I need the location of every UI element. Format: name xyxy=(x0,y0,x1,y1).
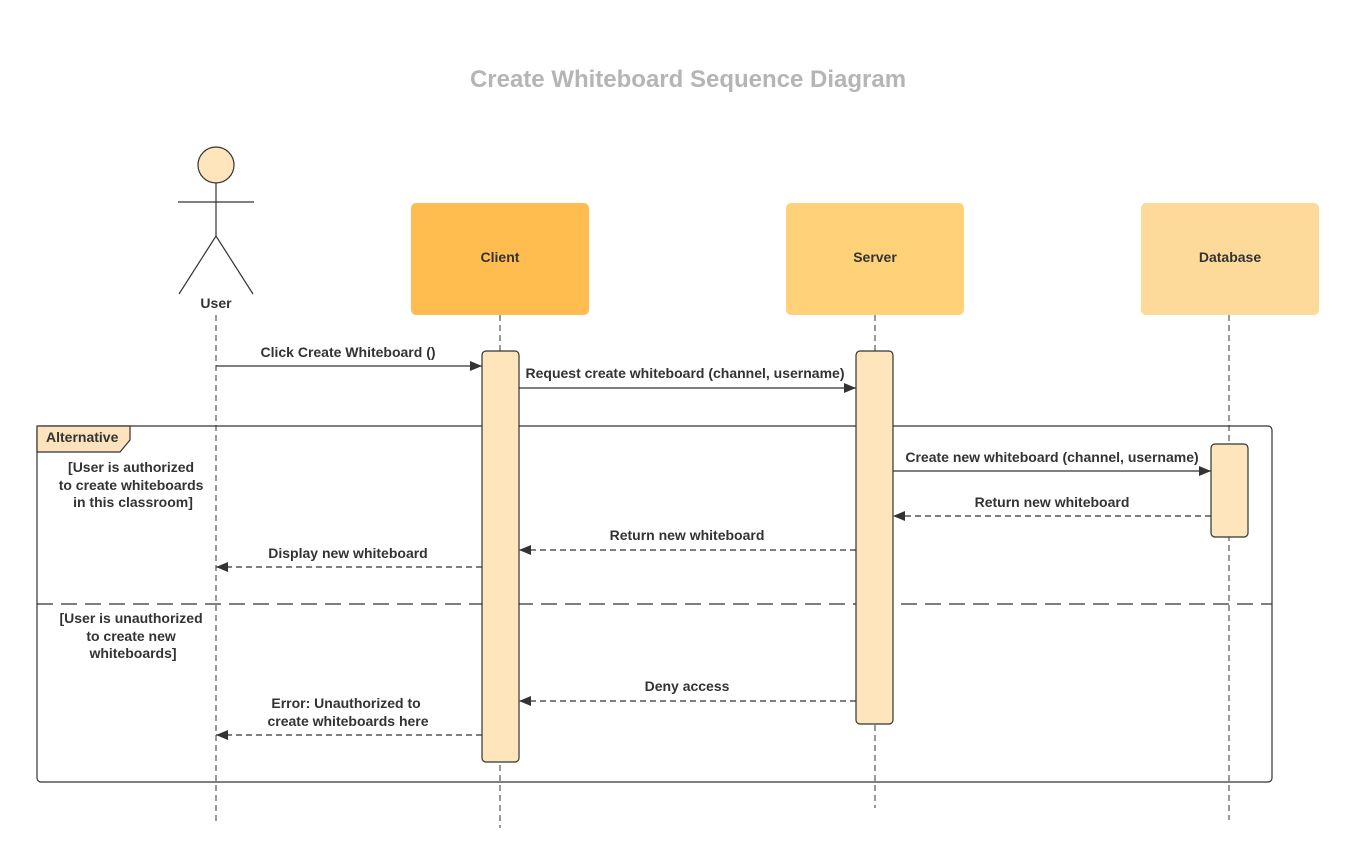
message-label-8: Error: Unauthorized to create whiteboard… xyxy=(267,695,428,729)
message-label-2: Request create whiteboard (channel, user… xyxy=(526,365,845,381)
participant-label-server: Server xyxy=(853,249,897,265)
message-label-1: Click Create Whiteboard () xyxy=(260,344,435,360)
alt-fragment-tag xyxy=(36,425,131,453)
participant-label-client: Client xyxy=(481,249,520,265)
message-label-3: Create new whiteboard (channel, username… xyxy=(905,449,1198,465)
participant-server[interactable]: Server xyxy=(786,203,964,315)
message-label-7: Deny access xyxy=(645,678,730,694)
actor-label-user: User xyxy=(200,295,232,311)
message-label-6: Display new whiteboard xyxy=(268,545,427,561)
activation-server xyxy=(855,350,894,725)
actor-head xyxy=(197,146,235,184)
message-label-5: Return new whiteboard xyxy=(610,527,765,543)
activation-client xyxy=(481,350,520,763)
alt-fragment-frame xyxy=(36,425,1273,783)
alt-fragment-operator: Alternative xyxy=(46,429,119,445)
participant-client[interactable]: Client xyxy=(411,203,589,315)
participant-database[interactable]: Database xyxy=(1141,203,1319,315)
diagram-title: Create Whiteboard Sequence Diagram xyxy=(470,66,906,93)
message-label-4: Return new whiteboard xyxy=(975,494,1130,510)
activation-database xyxy=(1210,443,1249,538)
user-actor[interactable]: User xyxy=(178,146,254,311)
guard-authorized: [User is authorized to create whiteboard… xyxy=(59,459,208,510)
guard-unauthorized: [User is unauthorized to create new whit… xyxy=(59,610,206,661)
participant-label-database: Database xyxy=(1199,249,1261,265)
